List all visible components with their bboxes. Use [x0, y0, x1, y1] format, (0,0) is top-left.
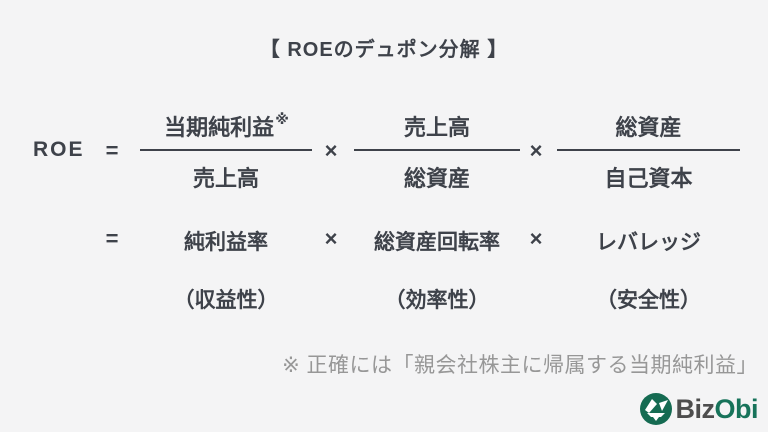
multiply-sign: ×: [324, 226, 338, 251]
roe-label: ROE: [33, 138, 85, 161]
fraction-assets-over-equity: 総資産 自己資本: [557, 103, 740, 203]
logo-biz-text: Biz: [675, 394, 716, 424]
logo-obi-text: Obi: [714, 394, 759, 424]
multiply-sign: ×: [529, 138, 543, 163]
fraction-net-income-over-sales: 当期純利益※ 売上高: [140, 103, 312, 203]
fraction-denominator: 売上高: [192, 166, 259, 191]
equals-sign: =: [105, 138, 119, 163]
logo-wordmark: BizObi: [676, 392, 759, 426]
footnote-text: ※ 正確には「親会社株主に帰属する当期純利益」: [282, 354, 758, 377]
fraction-bar: [354, 149, 520, 151]
ratio-name-profit-margin: 純利益率: [184, 231, 268, 254]
fraction-numerator: 総資産: [615, 115, 682, 140]
page-title: 【 ROEのデュポン分解 】: [259, 39, 509, 61]
ratio-name-leverage: レバレッジ: [596, 231, 701, 254]
multiply-sign: ×: [529, 226, 543, 251]
fraction-numerator: 売上高: [403, 115, 470, 140]
fraction-sales-over-assets: 売上高 総資産: [354, 103, 520, 203]
footnote-marker: ※: [275, 111, 289, 127]
bizobi-logo: BizObi: [639, 392, 759, 426]
multiply-sign: ×: [324, 138, 338, 163]
bizobi-circle-icon: [639, 393, 672, 425]
aspect-profitability: （収益性）: [173, 289, 279, 312]
aspect-safety: （安全性）: [596, 289, 701, 312]
fraction-bar: [140, 149, 312, 151]
aspect-efficiency: （効率性）: [384, 289, 490, 312]
ratio-name-asset-turnover: 総資産回転率: [374, 231, 500, 254]
fraction-numerator: 当期純利益※: [164, 103, 289, 149]
equals-sign: =: [105, 226, 119, 251]
fraction-denominator: 自己資本: [604, 166, 693, 191]
numerator-text: 当期純利益: [164, 115, 275, 140]
fraction-bar: [557, 149, 740, 151]
fraction-denominator: 総資産: [403, 166, 470, 191]
